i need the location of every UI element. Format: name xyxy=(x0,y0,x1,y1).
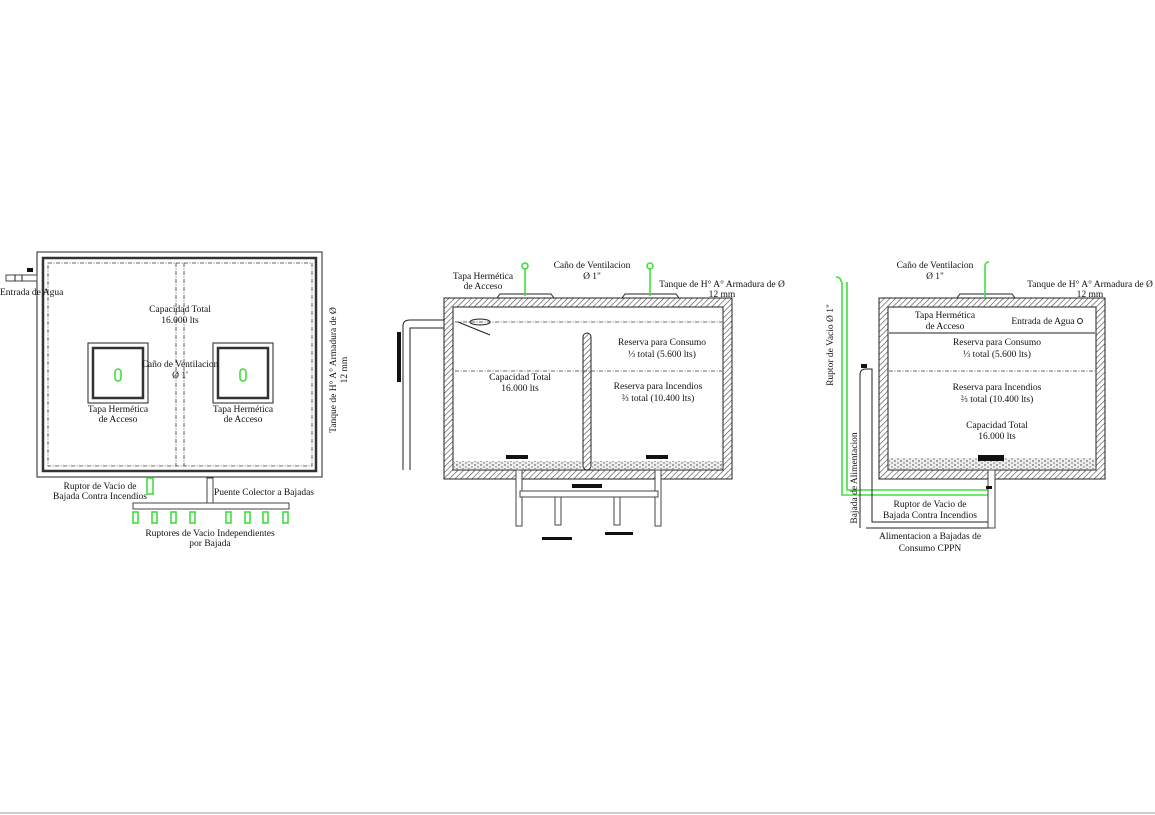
label-fire-reserve: ⅔ total (10.400 lts) xyxy=(961,394,1034,405)
fire-vacuum-breaker xyxy=(146,477,154,495)
access-hatch-left xyxy=(87,342,149,404)
label-supply: Alimentacion a Bajadas de xyxy=(879,532,981,542)
tank-outline xyxy=(36,251,323,478)
label-hatch: Tapa Hermética xyxy=(88,405,149,415)
section-a: Tapa Hermética de Acceso Caño de Ventila… xyxy=(397,261,785,540)
tank-inner-dashed xyxy=(47,262,313,467)
label-hatch: Tapa Hermética xyxy=(915,311,976,321)
gravel-bed xyxy=(592,461,722,469)
label-hatch: Tapa Hermética xyxy=(453,272,514,282)
label-capacity-value: 16.000 lts xyxy=(501,384,539,394)
tank-wall-section xyxy=(443,297,733,480)
inlet-pipe xyxy=(397,318,491,470)
label-tank-spec: 12 mm xyxy=(709,290,736,300)
access-hatch-right xyxy=(212,342,274,404)
label-capacity: Capacidad Total xyxy=(489,373,551,383)
gravel-bed xyxy=(889,458,1095,469)
supply-pipe xyxy=(859,368,994,529)
label-vent-size: Ø 1" xyxy=(926,272,944,282)
label-supply-down: Bajada de Alimentacion xyxy=(850,432,860,524)
outlet-piping xyxy=(506,455,668,540)
label-fire-breaker: Bajada Contra Incendios xyxy=(53,492,147,502)
label-fire-breaker: Ruptor de Vacio de xyxy=(894,500,967,510)
label-breakers: por Bajada xyxy=(189,539,231,549)
vacuum-breakers xyxy=(132,511,289,524)
label-vent: Caño de Ventilacion xyxy=(897,261,974,271)
tank-wall xyxy=(41,256,318,473)
outlet-riser xyxy=(987,469,996,529)
access-lid xyxy=(956,293,1016,299)
label-breakers: Ruptores de Vacio Independientes xyxy=(145,529,275,539)
label-consumption-reserve: ⅓ total (5.600 lts) xyxy=(963,349,1031,360)
label-capacity: Capacidad Total xyxy=(149,305,211,315)
label-hatch: de Acceso xyxy=(224,415,263,425)
vent-pipe xyxy=(984,261,990,297)
gravel-bed xyxy=(454,461,582,469)
label-tank-spec: 12 mm xyxy=(1077,290,1104,300)
label-vent-size: Ø 1" xyxy=(583,272,601,282)
vent-cap-icon xyxy=(521,262,529,270)
label-tank-spec: 12 mm xyxy=(340,356,350,383)
label-capacity: Capacidad Total xyxy=(966,421,1028,431)
label-water-inlet: Entrada de Agua xyxy=(1011,317,1075,327)
label-hatch: Tapa Hermética xyxy=(213,405,274,415)
label-vent-size: Ø 1' xyxy=(172,371,188,381)
label-fire-breaker: Bajada Contra Incendios xyxy=(883,511,977,521)
label-fire-reserve: Reserva para Incendios xyxy=(614,382,703,392)
collector-bridge xyxy=(132,502,290,510)
vent-cap-icon xyxy=(646,262,654,270)
partition-wall xyxy=(582,332,592,471)
label-consumption-reserve: Reserva para Consumo xyxy=(953,338,1041,348)
tank-wall-section xyxy=(878,297,1106,480)
vent-pipe-icon xyxy=(114,368,122,382)
plan-view: Entrada de Agua Capacidad Total 16.000 l… xyxy=(0,251,350,549)
water-inlet-pipe xyxy=(5,268,38,282)
vent-pipe-icon xyxy=(239,368,247,382)
label-hatch: de Acceso xyxy=(926,322,965,332)
label-fire-reserve: ⅔ total (10.400 lts) xyxy=(622,393,695,404)
section-b: Caño de Ventilacion Ø 1" Tanque de H° A°… xyxy=(826,261,1153,554)
label-vent: Caño de Ventilacion xyxy=(554,261,631,271)
label-capacity-value: 16.000 lts xyxy=(161,316,199,326)
label-capacity-value: 16.000 lts xyxy=(978,432,1016,442)
label-consumption-reserve: ⅓ total (5.600 lts) xyxy=(628,349,696,360)
label-fire-breaker: Ruptor de Vacio de xyxy=(64,482,137,492)
label-tank-spec: Tanque de H° A° Armadura de Ø xyxy=(1027,279,1153,290)
label-collector: Puente Colector a Bajadas xyxy=(214,488,314,498)
outlet-strainer xyxy=(978,455,1004,461)
label-water-inlet: Entrada de Agua xyxy=(0,288,64,298)
label-consumption-reserve: Reserva para Consumo xyxy=(618,338,706,348)
float-valve-icon xyxy=(1077,318,1083,324)
label-hatch: de Acceso xyxy=(99,415,138,425)
label-fire-reserve: Reserva para Incendios xyxy=(953,383,1042,393)
label-hatch: de Acceso xyxy=(464,282,503,292)
label-tank-spec: Tanque de H° A° Armadura de Ø xyxy=(328,307,339,433)
label-supply: Consumo CPPN xyxy=(899,544,962,554)
label-vacuum-breaker: Ruptor de Vacio Ø 1" xyxy=(826,304,836,386)
collector-riser xyxy=(206,477,214,507)
vacuum-breaker-pipe xyxy=(835,276,990,496)
label-vent: Caño de Ventilacion xyxy=(142,360,219,370)
label-tank-spec: Tanque de H° A° Armadura de Ø xyxy=(659,279,785,290)
